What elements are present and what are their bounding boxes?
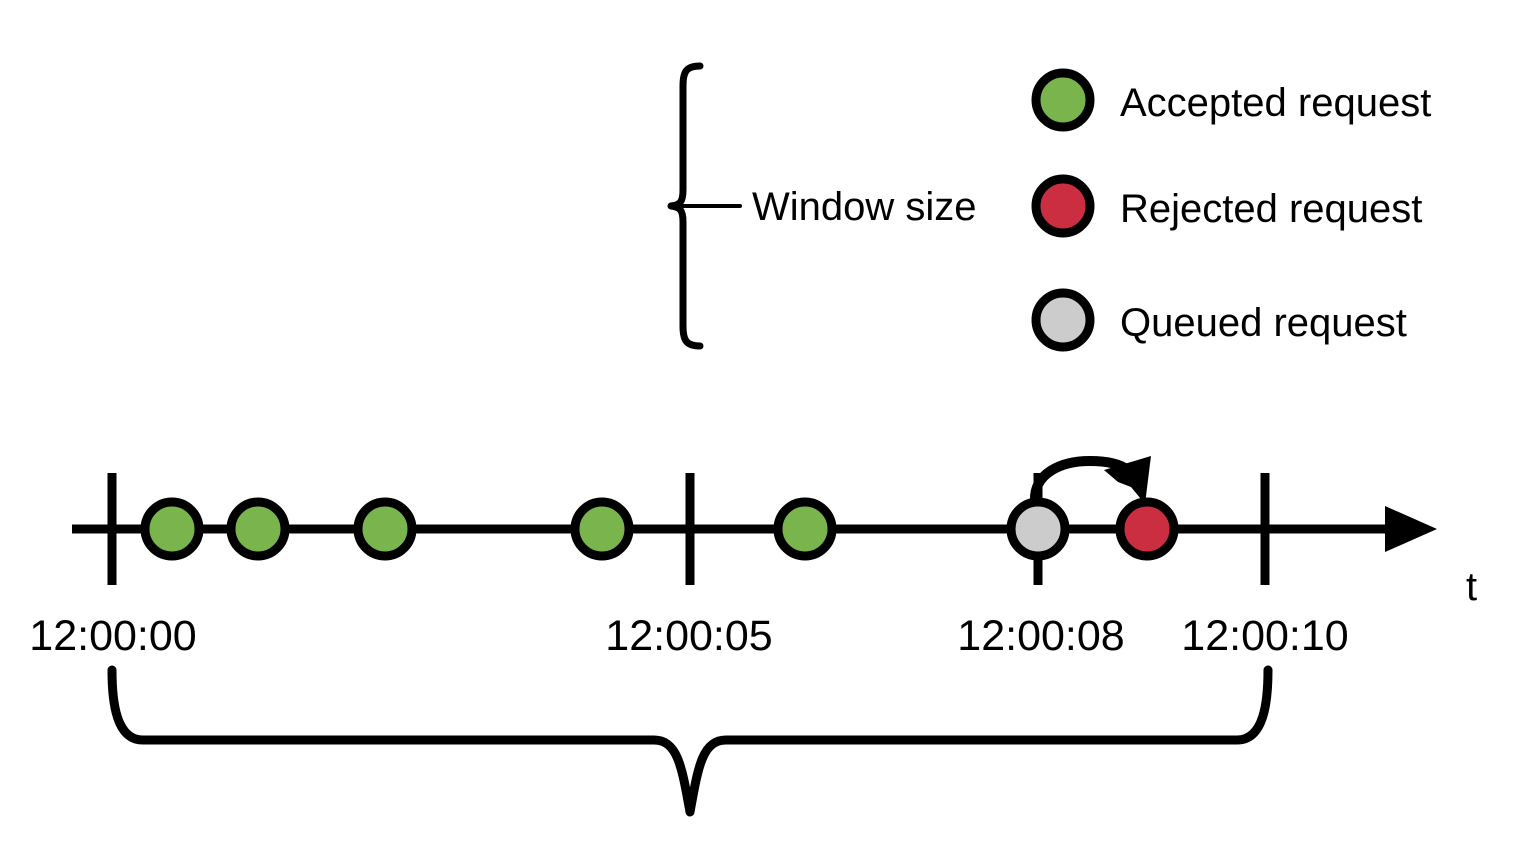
- request-marker-queued-1[interactable]: [1006, 497, 1070, 561]
- request-marker-accepted-1[interactable]: [140, 497, 204, 561]
- time-label-12-00-10: 12:00:10: [1181, 612, 1348, 660]
- request-marker-accepted-4[interactable]: [570, 497, 634, 561]
- time-label-12-00-00: 12:00:00: [29, 612, 196, 660]
- legend-swatch-queued-circle-icon: [1031, 288, 1095, 352]
- time-axis-labels: 12:00:00 12:00:05 12:00:08 12:00:10: [29, 612, 1348, 660]
- legend-item-rejected: Rejected request: [1031, 174, 1422, 238]
- time-label-12-00-05: 12:00:05: [605, 612, 772, 660]
- legend-label-queued: Queued request: [1120, 301, 1407, 345]
- legend: Accepted request Rejected request Queued…: [1031, 68, 1431, 352]
- request-marker-accepted-2[interactable]: [226, 497, 290, 561]
- legend-swatch-accepted-circle-icon: [1031, 68, 1095, 132]
- arrowhead-icon: [1104, 456, 1151, 504]
- legend-label-accepted: Accepted request: [1120, 81, 1431, 125]
- time-axis-arrow-icon: [1385, 506, 1437, 552]
- request-marker-rejected-1[interactable]: [1115, 497, 1179, 561]
- window-size-brace: [667, 62, 742, 350]
- request-marker-accepted-5[interactable]: [773, 497, 837, 561]
- legend-swatch-rejected-circle-icon: [1031, 174, 1095, 238]
- queued-to-rejected-arrow: [1030, 455, 1151, 505]
- request-markers: [140, 497, 1179, 561]
- window-span-brace: [107, 665, 1273, 817]
- legend-label-rejected: Rejected request: [1120, 187, 1422, 231]
- time-label-12-00-08: 12:00:08: [957, 612, 1124, 660]
- legend-item-queued: Queued request: [1031, 288, 1407, 352]
- legend-item-accepted: Accepted request: [1031, 68, 1431, 132]
- request-marker-accepted-3[interactable]: [353, 497, 417, 561]
- time-axis-variable-label: t: [1466, 565, 1477, 609]
- window-size-label: Window size: [752, 185, 977, 229]
